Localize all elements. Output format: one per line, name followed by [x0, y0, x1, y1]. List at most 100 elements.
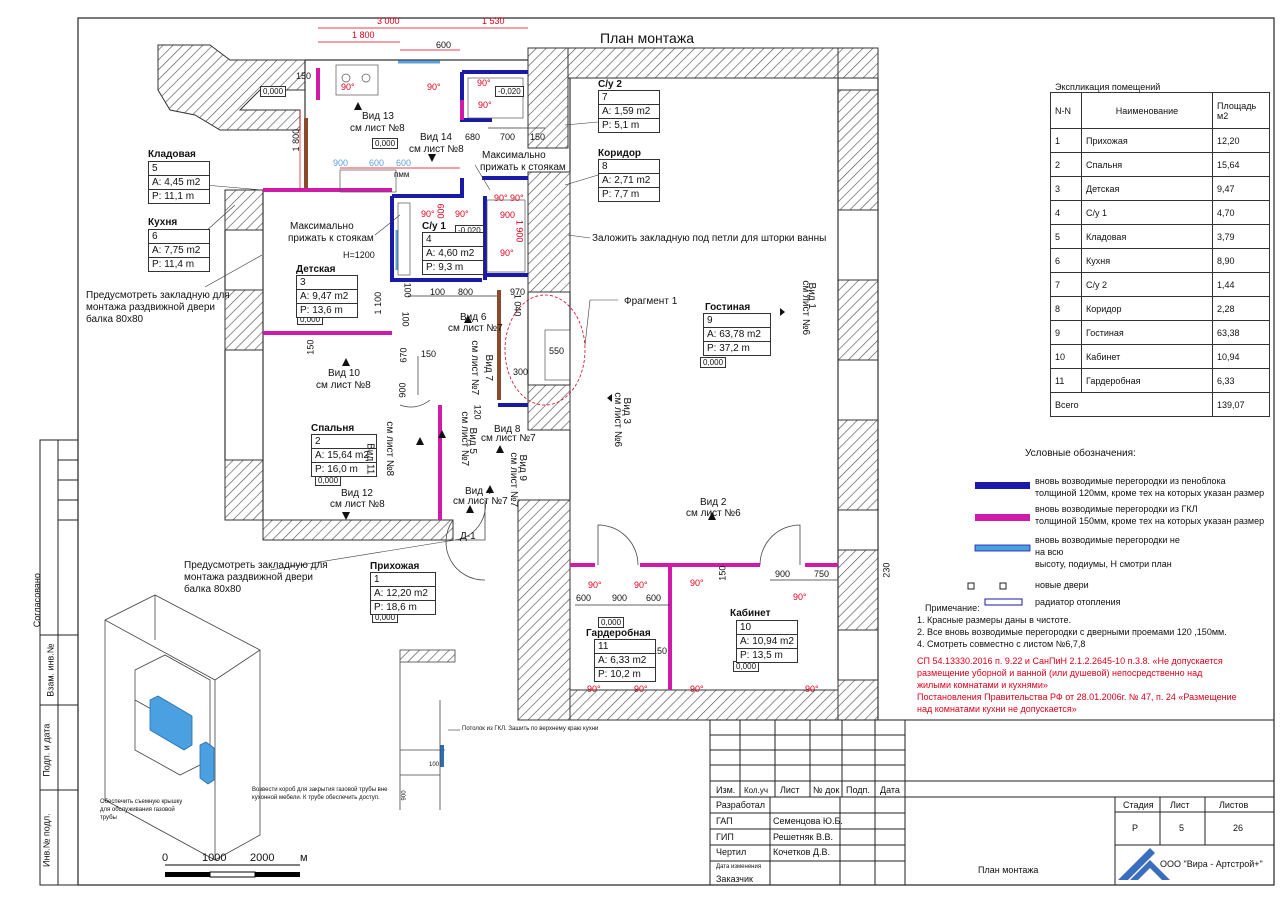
- legend-gkl-line1: вновь возводимые перегородки из ГКЛ: [1035, 504, 1198, 514]
- dim-600a: 600: [369, 158, 385, 168]
- fixtures: [304, 64, 571, 400]
- total-value: 139,07: [1212, 392, 1270, 417]
- regulation-line2: размещение уборной и ванной (или душевой…: [917, 668, 1203, 678]
- view-label: Вид 13: [362, 111, 394, 122]
- scale-unit: м: [300, 852, 308, 864]
- note-box-line4: Возвести короб для закрытия газовой труб…: [252, 787, 388, 793]
- cell-area: 1,44: [1212, 272, 1270, 297]
- angle-90: 90°: [805, 684, 819, 694]
- room-perimeter: P: 10,2 m: [595, 667, 655, 681]
- view-ref: см лист №6: [686, 508, 741, 519]
- explication-header: Площадь м2: [1212, 92, 1270, 129]
- room-area: A: 6,33 m2: [595, 653, 655, 667]
- room-area: A: 2,71 m2: [599, 173, 659, 187]
- side-podp: Подп. и дата: [41, 723, 52, 777]
- room-name: Кухня: [148, 217, 178, 228]
- view-ref: см лист №7: [481, 433, 536, 444]
- note-section-100: 100: [429, 762, 440, 768]
- room-area: A: 10,94 m2: [737, 634, 797, 648]
- stamp-izm: Изм.: [716, 785, 736, 795]
- dim-150: 150: [296, 71, 312, 81]
- room-area: A: 7,75 m2: [149, 243, 209, 257]
- cell-area: 2,28: [1212, 296, 1270, 321]
- cell-area: 6,33: [1212, 368, 1270, 393]
- dim-750: 750: [814, 569, 830, 579]
- side-inv: Инв.№ подл.: [41, 813, 52, 867]
- room-name: Кабинет: [730, 608, 771, 619]
- side-agreed: Согласовано: [31, 573, 42, 628]
- room-area: A: 9,47 m2: [297, 289, 357, 303]
- note-section-900: 900: [401, 790, 408, 801]
- dim-230: 230: [881, 562, 892, 578]
- explication-header: Наименование: [1081, 92, 1213, 129]
- note-door2-line2: монтажа раздвижной двери: [184, 572, 314, 583]
- cell-name: Кухня: [1081, 248, 1213, 273]
- room-info-box: 1 A: 12,20 m2 P: 18,6 m: [370, 572, 436, 615]
- dim-600c: 600: [435, 203, 446, 219]
- room-number: 9: [707, 315, 713, 326]
- legend-foam-line2: толщиной 120мм, кроме тех на которых ука…: [1035, 488, 1265, 498]
- room-name: С/у 2: [598, 79, 622, 90]
- explication-title: Экспликация помещений: [1055, 82, 1161, 92]
- stamp-stage-value: Р: [1132, 823, 1139, 833]
- view-ref: см лист №7: [448, 323, 503, 334]
- stamp-sheets: Листов: [1219, 800, 1249, 810]
- dim-700: 700: [500, 132, 516, 142]
- stamp-gap-name: Семенцова Ю.Б.: [773, 816, 843, 826]
- room-info-box: 8 A: 2,71 m2 P: 7,7 m: [598, 159, 660, 202]
- side-vzam: Взам. инв.№: [45, 643, 56, 697]
- room-name: Гостиная: [705, 302, 751, 313]
- dim-550: 550: [549, 346, 565, 356]
- stamp-customer: Заказчик: [716, 874, 753, 884]
- view-label: Вид 7: [482, 354, 494, 381]
- dim-pmm: пмм: [394, 170, 410, 179]
- room-name: С/у 1: [422, 221, 446, 232]
- note-box-line2: для обслуживания газовой: [100, 807, 175, 813]
- room-info-box: 3 A: 9,47 m2 P: 13,6 m: [296, 275, 358, 318]
- room-name: Коридор: [598, 148, 642, 159]
- regulation-line1: СП 54.13330.2016 п. 9.22 и СанПиН 2.1.2.…: [917, 656, 1223, 666]
- legend-low-line2: на всю: [1035, 547, 1064, 557]
- cell-area: 12,20: [1212, 128, 1270, 153]
- view-ref: см лист №6: [800, 280, 812, 336]
- cell-name: С/у 2: [1081, 272, 1213, 297]
- angle-90: 90°: [690, 684, 704, 694]
- dim-900c: 900: [397, 382, 408, 398]
- scale-2000: 2000: [250, 852, 275, 864]
- room-name: Кладовая: [148, 149, 196, 160]
- room-number: 4: [426, 234, 432, 245]
- regulation-line3: жилыми комнатами и кухнями»: [917, 680, 1048, 690]
- note-box-line3: трубы: [100, 815, 117, 821]
- company-logo: [1118, 848, 1170, 880]
- note-door1-line1: Предусмотреть закладную для: [86, 290, 230, 301]
- angle-90: 90°: [634, 580, 648, 590]
- scale-0: 0: [162, 852, 169, 864]
- room-perimeter: P: 7,7 m: [599, 187, 659, 201]
- dim-3000: 3 000: [377, 16, 400, 26]
- view-ref: см лист №8: [384, 421, 396, 477]
- stamp-gip: ГИП: [716, 832, 734, 842]
- view-ref: см лист №8: [316, 380, 371, 391]
- stamp-sheet-value: 5: [1179, 823, 1185, 833]
- remark-3: 4. Смотреть совместно с листом №6,7,8: [917, 639, 1086, 649]
- cell-name: Кладовая: [1081, 224, 1213, 249]
- stamp-podp: Подп.: [846, 785, 870, 795]
- room-perimeter: P: 13,6 m: [297, 303, 357, 317]
- dim-900e: 900: [612, 593, 628, 603]
- cell-name: Коридор: [1081, 296, 1213, 321]
- view-ref: см лист №7: [459, 411, 471, 467]
- cell-area: 8,90: [1212, 248, 1270, 273]
- dim-1530: 1 530: [482, 16, 505, 26]
- low-partitions: [395, 60, 440, 270]
- remarks-title: Примечание:: [925, 603, 980, 613]
- dim-100c: 100: [400, 311, 411, 327]
- room-info-box: 2 A: 15,64 m2 P: 16,0 m: [311, 434, 377, 477]
- angle-90: 90°: [793, 592, 807, 602]
- note-press2-line1: Максимально: [290, 221, 354, 232]
